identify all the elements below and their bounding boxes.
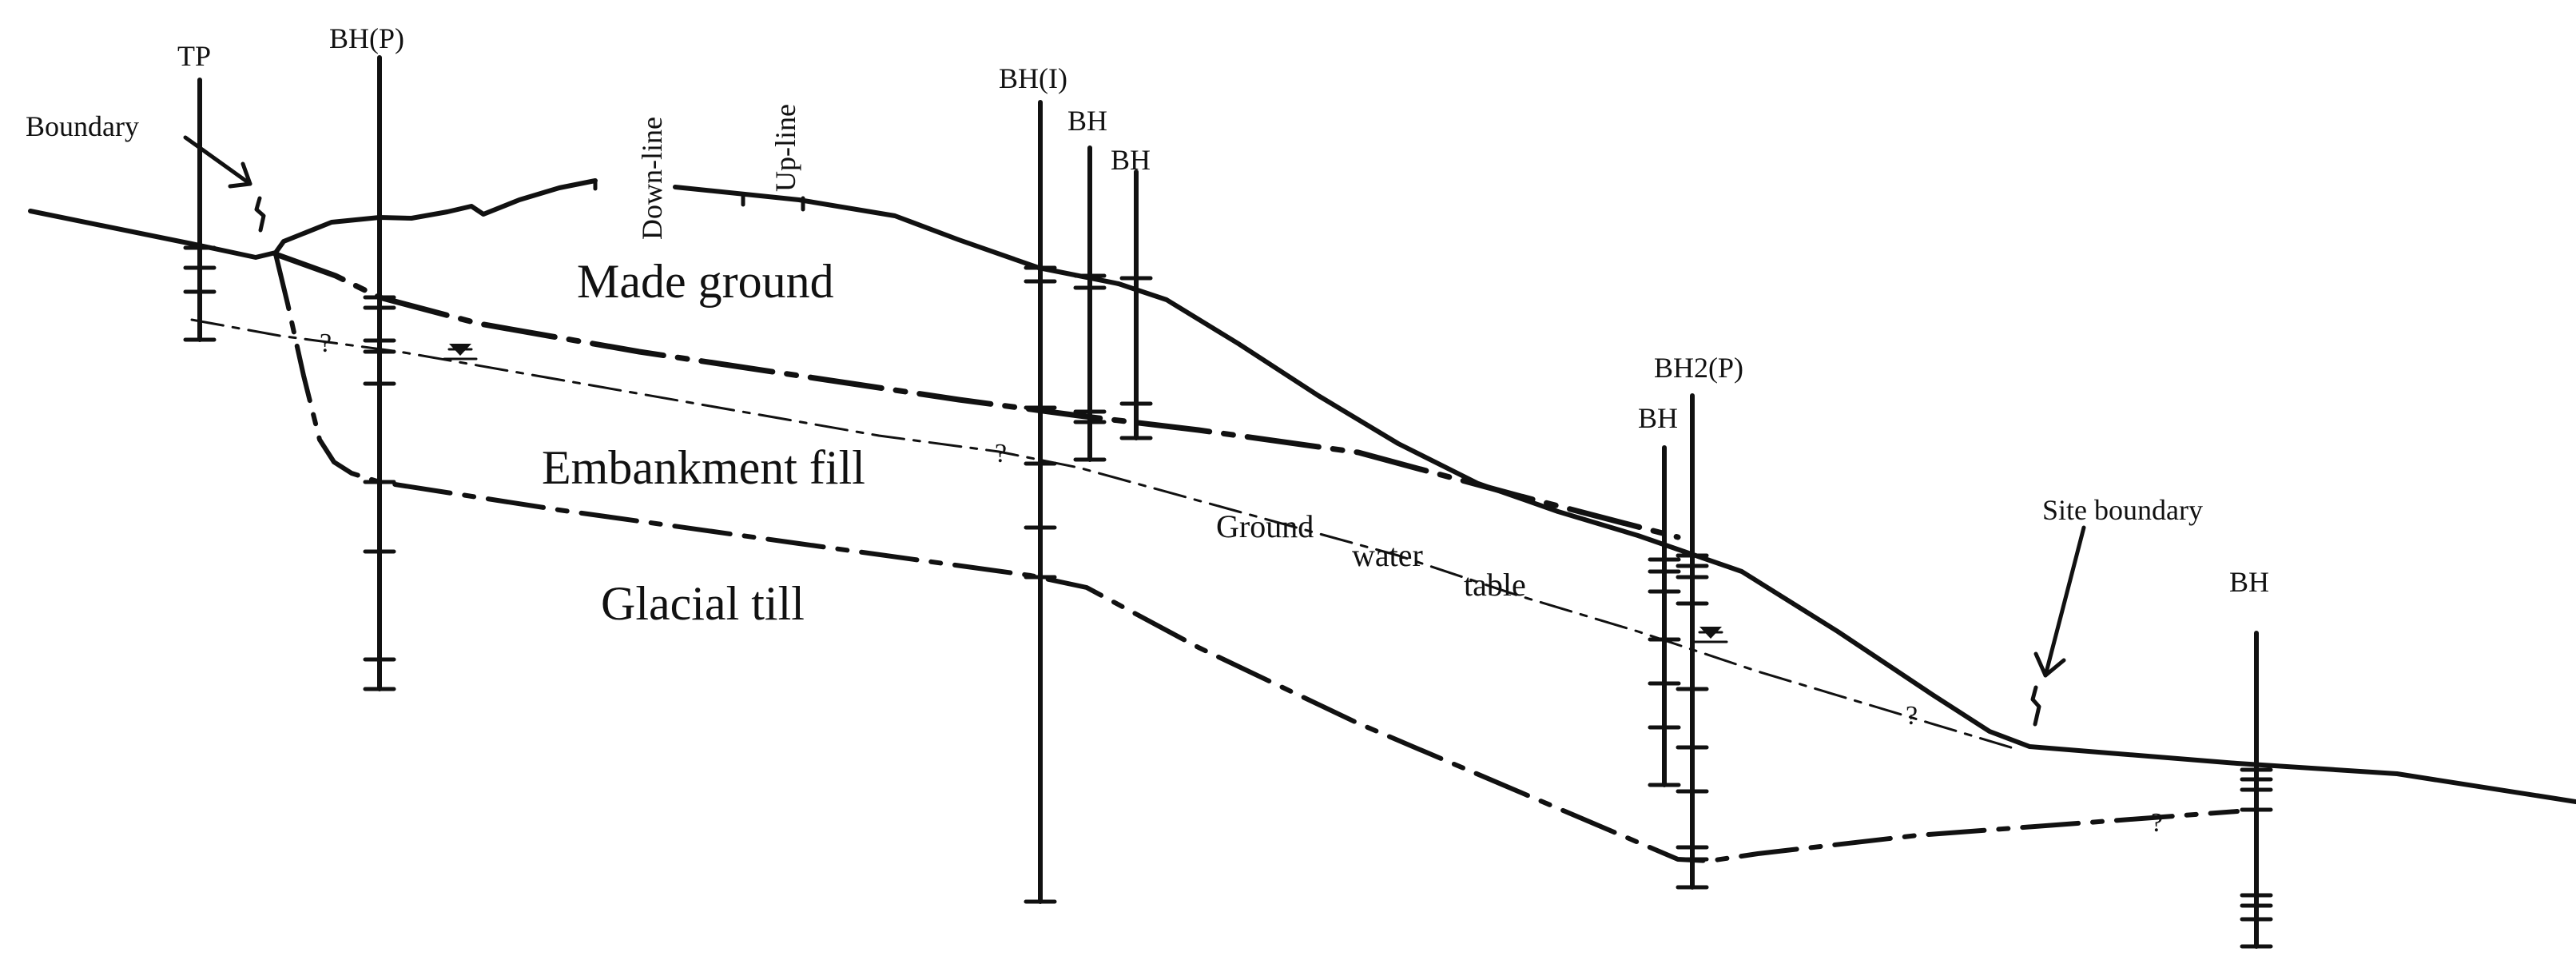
ground-water-table [190,318,2015,750]
water-table-symbol-2 [1693,627,1728,643]
ground-label: Ground [1216,508,1314,544]
water-table-query-3: ? [1906,701,1918,731]
boundary-arrow-head [228,161,252,189]
boundary-marker-right [2030,685,2041,727]
bh-p-log [363,55,396,691]
ground-surface-left [28,178,598,260]
bh-d-label: BH [2229,566,2269,598]
down-line-label: Down-line [636,117,668,240]
tp-label: TP [177,40,211,72]
bh2-p-label: BH2(P) [1654,352,1743,384]
bh-i-log [1024,100,1057,904]
site-boundary-label: Site boundary [2042,494,2203,526]
water-label: water [1352,537,1423,573]
boundary-marker-left [254,196,266,233]
table-label: table [1464,567,1526,603]
water-table-query-2: ? [995,439,1007,468]
bh-b-log [1119,169,1153,440]
bh-i-label: BH(I) [999,62,1067,94]
up-line-label: Up-line [769,104,801,192]
bh-c-log [1648,445,1681,787]
site-boundary-arrow-head [2033,651,2066,678]
bh-a-log [1073,145,1107,462]
boundary-label: Boundary [26,110,139,142]
bh-d-log [2240,631,2273,949]
bh-p-label: BH(P) [329,22,404,54]
site-boundary-arrow [2043,525,2086,678]
water-table-symbol-1 [443,344,478,361]
water-table-query-1: ? [320,329,332,358]
tp-log [183,78,217,342]
fill-till-boundary [273,252,2240,863]
bh-c-label: BH [1638,402,1678,434]
glacial-till-label: Glacial till [601,577,805,630]
ground-surface-right [673,185,2576,804]
till-boundary-query: ? [2151,808,2163,838]
embankment-fill-label: Embankment fill [542,441,865,494]
bh2-p-log [1676,393,1709,890]
bh-b-label: BH [1111,144,1151,176]
made-ground-label: Made ground [577,255,834,308]
boundary-arrow [183,135,252,186]
bh-a-label: BH [1067,105,1107,137]
made-ground-base [272,251,1681,540]
